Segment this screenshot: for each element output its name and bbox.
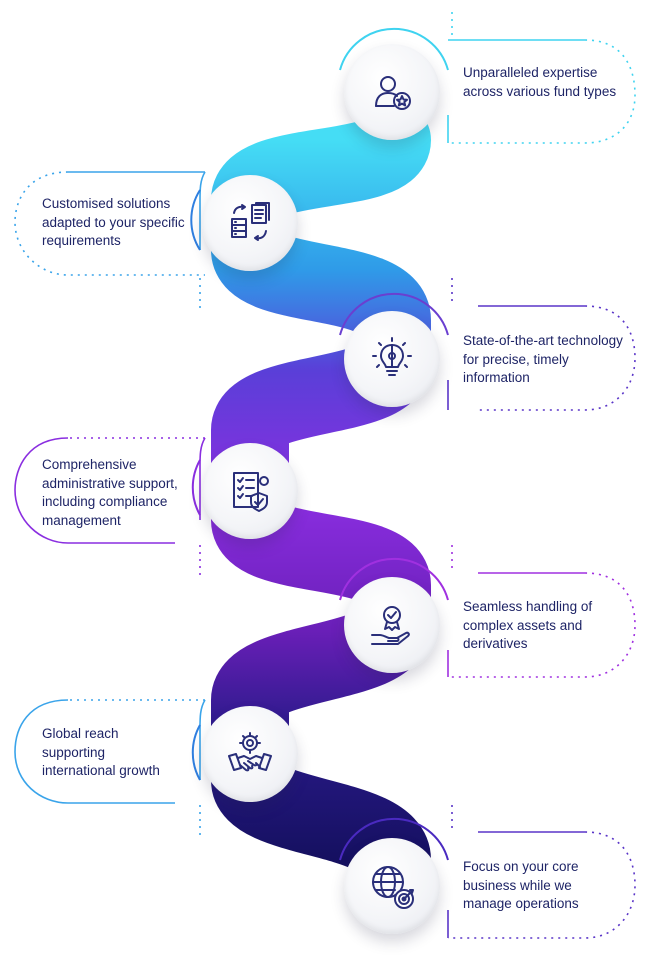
lightbulb-gear-icon — [372, 337, 412, 376]
step-6-bracket — [14, 699, 206, 835]
step-2-bracket — [14, 171, 206, 308]
hand-award-icon — [371, 606, 410, 645]
step-1-bracket — [447, 12, 636, 144]
step-5-text: Seamless handling of complex assets and … — [463, 599, 593, 651]
server-document-sync-icon — [231, 202, 270, 241]
checklist-shield-icon — [233, 472, 269, 512]
step-1-disc — [344, 44, 440, 140]
step-3-text: State-of-the-art technology for precise,… — [463, 333, 623, 385]
person-star-icon — [375, 76, 411, 110]
step-1-text: Unparalleled expertise across various fu… — [463, 65, 617, 99]
disc-rings — [190, 27, 449, 861]
step-6-text: Global reach supporting international gr… — [42, 726, 160, 778]
step-4-disc — [202, 443, 298, 539]
step-4-bracket — [14, 437, 206, 575]
step-5-bracket — [447, 545, 636, 678]
step-4-text: Comprehensive administrative support, in… — [42, 457, 178, 528]
globe-target-icon — [372, 866, 414, 909]
step-2-text: Customised solutions adapted to your spe… — [42, 196, 185, 248]
step-7-disc — [344, 838, 440, 934]
step-2-disc — [202, 175, 298, 271]
step-3-bracket — [447, 278, 636, 411]
step-7-text: Focus on your core business while we man… — [463, 859, 579, 911]
handshake-gear-icon — [228, 732, 272, 772]
step-7-bracket — [447, 805, 636, 939]
step-5-disc — [344, 577, 440, 673]
